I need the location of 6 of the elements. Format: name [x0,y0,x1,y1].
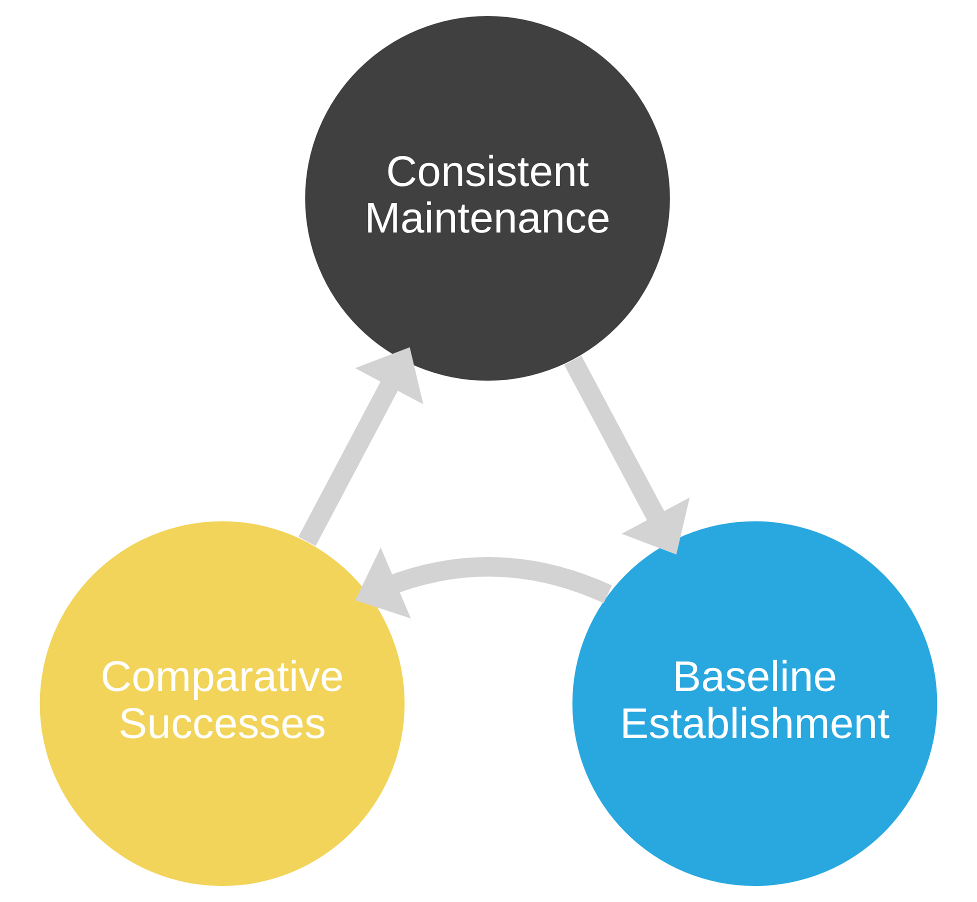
arrow [564,356,690,555]
arrow [298,347,424,546]
node-circle: Comparative Successes [40,521,405,886]
node-circle: Consistent Maintenance [305,16,670,381]
node-circle: Baseline Establishment [572,521,938,886]
arrow [355,548,612,618]
